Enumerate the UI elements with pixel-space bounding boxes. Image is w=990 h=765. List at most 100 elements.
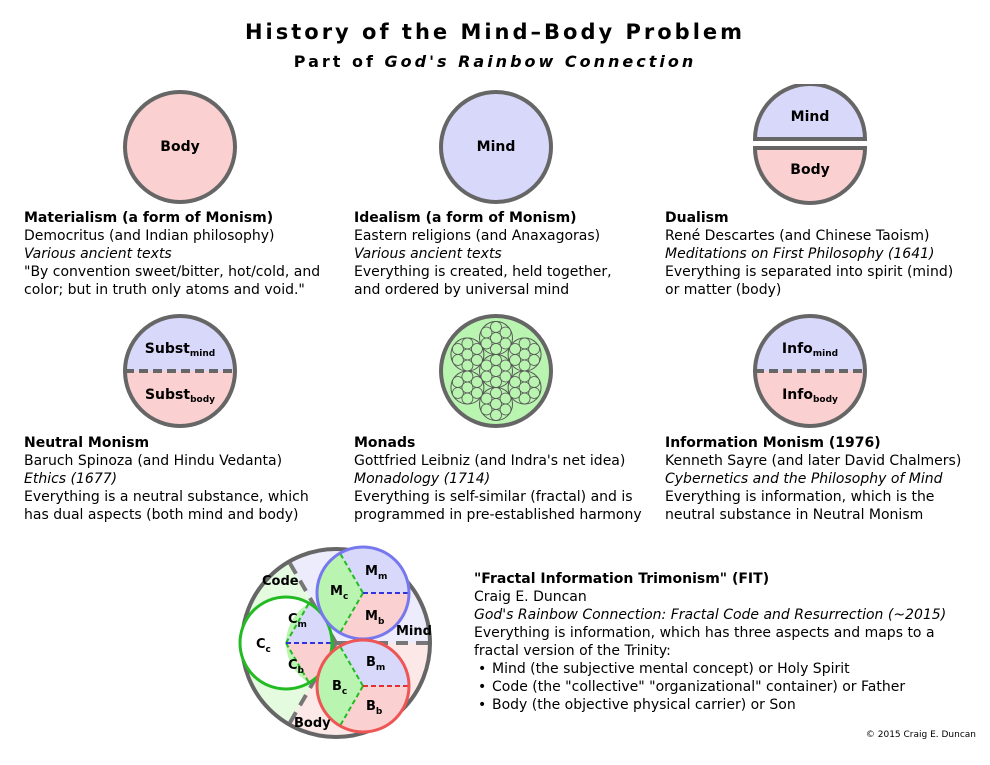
fit-mind-m-b: Mb — [365, 609, 385, 627]
info-desc-2: neutral substance in Neutral Monism — [665, 507, 924, 523]
neutral-body-half — [125, 371, 235, 426]
neutral-top-label: Substmind — [145, 341, 215, 359]
materialism-desc-1: "By convention sweet/bitter, hot/cold, a… — [24, 264, 321, 280]
dualism-top-label: Mind — [791, 109, 830, 125]
fit-text: "Fractal Information Trimonism" (FIT) Cr… — [474, 570, 946, 714]
monad-small-circle — [518, 370, 531, 383]
monad-small-circle — [461, 370, 474, 383]
body-circle — [123, 90, 237, 204]
info-work: Cybernetics and the Philosophy of Mind — [665, 471, 943, 487]
neutral-mind-half — [125, 316, 235, 371]
monad-small-circle — [490, 343, 502, 355]
idealism-work: Various ancient texts — [354, 246, 502, 262]
info-desc-1: Everything is information, which is the — [665, 489, 935, 505]
monad-small-circle — [518, 348, 531, 361]
monads-desc-1: Everything is self-similar (fractal) and… — [354, 489, 633, 505]
monad-small-circle — [518, 381, 531, 394]
info-mind-half — [755, 316, 865, 371]
monad-small-circle — [528, 376, 541, 388]
fit-body-b-m: Bm — [366, 655, 385, 673]
monad-small-circle — [499, 326, 512, 339]
neutral-work: Ethics (1677) — [24, 471, 118, 487]
neutral-heading: Neutral Monism — [24, 435, 150, 451]
idealism-desc-2: and ordered by universal mind — [354, 282, 570, 298]
monad-small-circle — [490, 409, 502, 421]
monad-small-circle — [480, 392, 493, 405]
idealism-desc-1: Everything is created, held together, — [354, 264, 612, 280]
monads-heading: Monads — [354, 435, 416, 451]
monad-small-circle — [499, 337, 512, 350]
monad-small-circle — [490, 398, 502, 410]
monad-small-circle — [490, 376, 502, 388]
subtitle-prefix: Part of — [293, 52, 376, 71]
fit-code-c-m: Cm — [288, 612, 307, 630]
info-who: Kenneth Sayre (and later David Chalmers) — [665, 453, 962, 469]
fit-code-c-c: Cc — [256, 637, 271, 655]
idealism-text: Idealism (a form of Monism) Eastern reli… — [354, 209, 612, 299]
idealism-who: Eastern religions (and Anaxagoras) — [354, 228, 601, 244]
idealism-icon-label: Mind — [477, 139, 516, 155]
monads-who: Gottfried Leibniz (and Indra's net idea) — [354, 453, 626, 469]
dualism-bottom-label: Body — [790, 162, 829, 178]
dualism-desc-2: or matter (body) — [665, 282, 782, 298]
mind-circle — [439, 90, 553, 204]
dualism-heading: Dualism — [665, 210, 729, 226]
monad-small-circle — [480, 403, 493, 416]
monad-small-circle — [480, 326, 493, 339]
fit-who: Craig E. Duncan — [474, 589, 587, 605]
fit-desc-1: Everything is information, which has thr… — [474, 625, 935, 641]
dualism-mind-half — [752, 84, 868, 141]
monad-small-circle — [499, 403, 512, 416]
information-monism-text: Information Monism (1976) Kenneth Sayre … — [665, 434, 961, 524]
monad-small-circle — [490, 332, 502, 344]
monad-small-circle — [461, 359, 474, 372]
dualism-text: Dualism René Descartes (and Chinese Taoi… — [665, 209, 953, 299]
monad-small-circle — [461, 392, 474, 405]
monads-text: Monads Gottfried Leibniz (and Indra's ne… — [354, 434, 642, 524]
dualism-who: René Descartes (and Chinese Taoism) — [665, 228, 930, 244]
info-bottom-label: Infobody — [782, 387, 838, 405]
subtitle-emphasis: God's Rainbow Connection — [384, 52, 697, 71]
materialism-text: Materialism (a form of Monism) Democritu… — [24, 209, 320, 299]
fit-mind-m-m: Mm — [365, 564, 387, 582]
materialism-icon: Body — [123, 90, 237, 204]
neutral-desc-1: Everything is a neutral substance, which — [24, 489, 309, 505]
materialism-who: Democritus (and Indian philosophy) — [24, 228, 275, 244]
page-title: History of the Mind–Body Problem — [244, 20, 746, 44]
monad-small-circle — [461, 381, 474, 394]
idealism-heading: Idealism (a form of Monism) — [354, 210, 577, 226]
monad-small-circle — [471, 376, 483, 388]
fit-divider-body-code — [287, 641, 338, 726]
monad-small-circle — [509, 343, 521, 355]
monad-small-circle — [471, 354, 483, 366]
monad-small-circle — [528, 343, 541, 355]
fit-icon: Cc Cm Cb Mc Mm Mb Bc — [238, 545, 432, 739]
fit-bullet-body: Body (the objective physical carrier) or… — [474, 696, 946, 714]
dualism-icon: Mind Body — [752, 84, 868, 205]
neutral-who: Baruch Spinoza (and Hindu Vedanta) — [24, 453, 283, 469]
fit-desc-2: fractal version of the Trinity: — [474, 643, 671, 659]
fit-mind-m-c: Mc — [330, 584, 348, 602]
page-subtitle: Part of God's Rainbow Connection — [0, 52, 990, 71]
monad-small-circle — [499, 370, 512, 383]
monad-small-circle — [471, 387, 483, 399]
fit-body-b-c: Bc — [332, 679, 347, 697]
fit-body-subcircle: Bc Bm Bb — [315, 638, 411, 734]
fit-body-label: Body — [294, 716, 331, 731]
monad-small-circle — [490, 354, 502, 366]
dualism-desc-1: Everything is separated into spirit (min… — [665, 264, 954, 280]
neutral-monism-icon: Substmind Substbody — [123, 314, 237, 428]
monad-small-circle — [490, 365, 502, 377]
monad-small-circle — [480, 359, 493, 372]
neutral-bottom-label: Substbody — [145, 387, 215, 405]
information-monism-icon: Infomind Infobody — [753, 314, 867, 428]
materialism-desc-2: color; but in truth only atoms and void.… — [24, 282, 305, 298]
fit-code-subcircle: Cc Cm Cb — [238, 595, 334, 691]
fit-code-c-b: Cb — [288, 658, 305, 676]
info-body-half — [755, 371, 865, 426]
monads-work: Monadology (1714) — [354, 471, 491, 487]
monad-small-circle — [518, 337, 531, 350]
monad-small-circle — [509, 376, 521, 388]
materialism-work: Various ancient texts — [24, 246, 172, 262]
